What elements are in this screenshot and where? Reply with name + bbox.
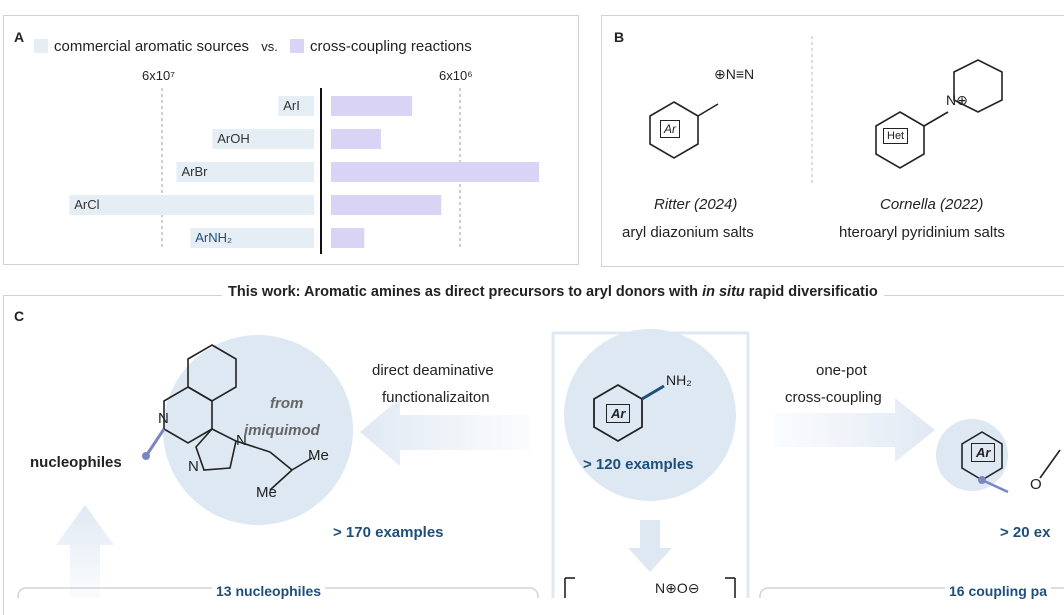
bottom-center-label: N⊕O⊖ [655,580,700,596]
atom-n2: N [236,432,247,449]
legend-right-text: cross-coupling reactions [310,38,472,55]
right-ring-label: Ar [971,443,996,462]
legend-vs-text: vs. [261,39,278,54]
panel-b: B Ar ⊕N≡N Het N⊕ Ritter (2024) aryl diaz… [601,15,1064,267]
bar-coupling-1 [331,129,381,149]
panel-c-graphics [17,329,1064,598]
me-label-2: Me [256,484,277,501]
nucleophiles-label: nucleophiles [30,454,122,471]
ring-label-ar: Ar [660,120,680,138]
chart-svg [69,88,539,254]
bar-source-4 [190,228,315,248]
legend: commercial aromatic sources vs. cross-co… [34,38,472,55]
center-ring-label: Ar [606,404,631,423]
right-atom-o: O [1030,476,1042,493]
bar-source-1 [212,129,315,149]
left-source: imiquimod [244,422,320,439]
center-group-label: NH₂ [666,372,692,388]
category-label: ArNH₂ [195,230,233,245]
bottom-right-label: 16 coupling pa [945,583,1052,599]
tick-label-right: 6x10⁶ [439,68,473,83]
desc-ritter: aryl diazonium salts [622,224,754,241]
title-pre: This work: Aromatic amines as direct pre… [228,284,703,300]
author-ritter: Ritter (2024) [654,196,738,213]
legend-left-text: commercial aromatic sources [54,38,250,55]
me-label-1: Me [308,447,329,464]
left-from: from [270,395,304,412]
bar-coupling-3 [331,195,442,215]
atom-n1: N [158,410,169,427]
pyridinium-n: N⊕ [946,92,968,108]
bar-source-0 [278,96,315,116]
diazonium-group: ⊕N≡N [714,66,755,82]
panel-c-label: C [14,308,25,324]
ring-label-het: Het [883,128,909,144]
bar-source-3 [69,195,315,215]
panel-b-structures [649,36,1003,186]
panel-a-label: A [14,29,25,45]
left-arrow-text2: functionalizaiton [382,389,490,406]
bar-coupling-4 [331,228,365,248]
desc-cornella: hteroaryl pyridinium salts [839,224,1005,241]
category-label: ArI [283,98,300,113]
bar-coupling-2 [331,162,539,182]
legend-swatch-left [34,39,48,53]
atom-n3: N [188,458,199,475]
right-arrow-text1: one-pot [816,362,867,379]
right-arrow-text2: cross-coupling [785,389,882,406]
category-label: ArCl [74,197,100,212]
legend-swatch-right [290,39,305,53]
right-count: > 20 ex [1000,524,1051,541]
category-label: ArOH [217,131,250,146]
title-post: rapid diversificatio [744,284,878,300]
panel-c-title: This work: Aromatic amines as direct pre… [222,284,884,300]
tick-label-left: 6x10⁷ [142,68,175,83]
left-arrow-text1: direct deaminative [372,362,494,379]
bar-coupling-0 [331,96,413,116]
bar-source-2 [176,162,314,182]
panel-b-label: B [614,29,625,45]
left-count: > 170 examples [333,524,444,541]
title-em: in situ [702,284,745,300]
author-cornella: Cornella (2022) [880,196,984,213]
bottom-left-label: 13 nucleophiles [212,583,326,599]
category-label: ArBr [181,164,208,179]
center-count: > 120 examples [583,456,694,473]
panel-a: A commercial aromatic sources vs. cross-… [3,15,579,265]
